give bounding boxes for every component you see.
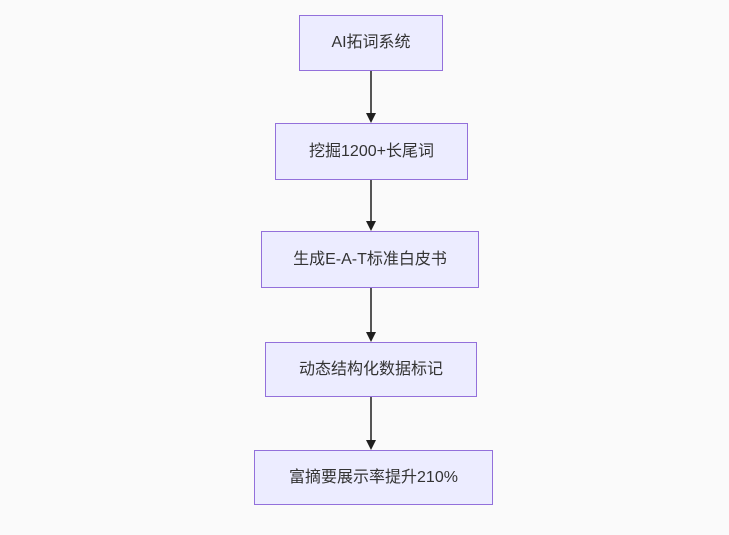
- arrow-line: [370, 397, 372, 442]
- flowchart-node-eat-whitepaper: 生成E-A-T标准白皮书: [261, 231, 479, 288]
- arrow-line: [370, 71, 372, 115]
- arrowhead-icon: [366, 113, 376, 123]
- arrow-down-3: [361, 288, 381, 342]
- node-label: 富摘要展示率提升210%: [289, 468, 458, 486]
- arrow-down-1: [361, 71, 381, 123]
- arrowhead-icon: [366, 440, 376, 450]
- flowchart-node-structured-data: 动态结构化数据标记: [265, 342, 477, 397]
- node-label: 生成E-A-T标准白皮书: [293, 250, 447, 268]
- node-label: AI拓词系统: [331, 34, 411, 52]
- flowchart-node-longtail-mining: 挖掘1200+长尾词: [275, 123, 468, 180]
- arrow-down-2: [361, 180, 381, 231]
- arrow-line: [370, 180, 372, 223]
- arrow-line: [370, 288, 372, 334]
- flowchart-node-rich-snippet-result: 富摘要展示率提升210%: [254, 450, 493, 505]
- arrowhead-icon: [366, 221, 376, 231]
- node-label: 动态结构化数据标记: [298, 360, 443, 378]
- node-label: 挖掘1200+长尾词: [309, 142, 434, 160]
- flowchart-node-ai-word-expansion: AI拓词系统: [299, 15, 443, 71]
- arrow-down-4: [361, 397, 381, 450]
- arrowhead-icon: [366, 332, 376, 342]
